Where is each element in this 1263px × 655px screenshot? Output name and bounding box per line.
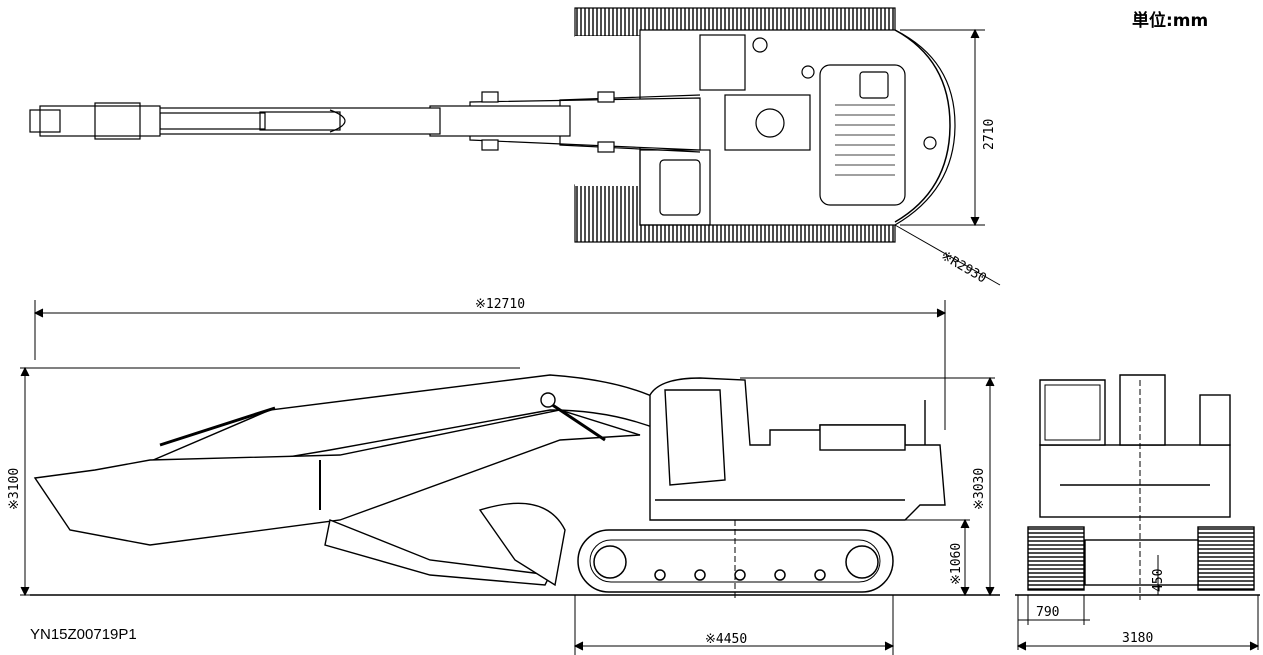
drawing-code: YN15Z00719P1 xyxy=(30,626,137,643)
dim-overall-width xyxy=(1016,595,1260,651)
top-view xyxy=(29,7,956,243)
dim-shoe-width xyxy=(1018,595,1090,625)
dim-track-length xyxy=(573,595,895,655)
dim-cab-height xyxy=(740,376,995,597)
dim-overall-width-label: 3180 xyxy=(1122,631,1153,646)
unit-label: 単位:mm xyxy=(1132,11,1209,31)
dim-boom-height-label: ※3100 xyxy=(7,468,22,510)
dim-shoe-width-label: 790 xyxy=(1036,605,1059,620)
dim-counterweight-clearance-label: ※1060 xyxy=(949,543,964,585)
track-side xyxy=(577,520,894,598)
dim-top-width-label: 2710 xyxy=(982,119,997,150)
upper-structure xyxy=(649,377,946,521)
dim-boom-height xyxy=(20,366,520,597)
dim-overall-length-label: ※12710 xyxy=(475,297,525,312)
dim-swing-radius xyxy=(894,224,1001,286)
dim-track-length-label: ※4450 xyxy=(705,632,747,647)
dim-swing-radius-label: ※R2930 xyxy=(938,248,989,286)
dim-top-width xyxy=(900,28,985,227)
dim-overall-length xyxy=(33,300,947,430)
front-view xyxy=(1027,374,1255,600)
side-view xyxy=(33,374,661,587)
dim-cab-height-label: ※3030 xyxy=(972,468,987,510)
dim-ground-clearance-label: 450 xyxy=(1151,569,1166,592)
